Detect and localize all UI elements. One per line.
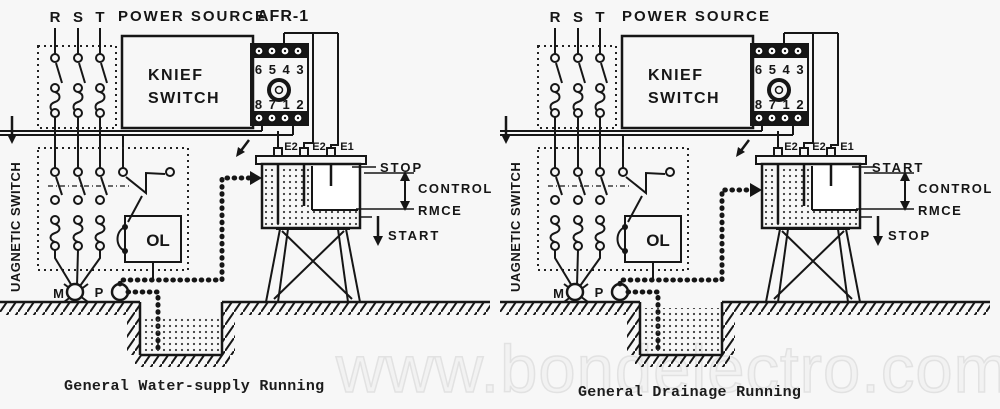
motor-symbol [65,282,85,302]
motor-label: M [553,286,564,301]
ground-hatching [500,302,640,315]
motor-label: M [53,286,64,301]
level-label-bottom: START [388,228,440,243]
magnetic-switch-box: UAGNETIC SWITCH OL [508,147,689,292]
relay-pin-row-top: 6 5 4 3 [755,62,805,77]
tower [765,228,861,303]
knife-switch-box: KNIEF SWITCH [620,34,755,130]
knife-switch-label-line1: KNIEF [148,67,204,84]
knife-switch-box: KNIEF SWITCH [120,34,255,130]
overload-label: OL [146,231,170,250]
relay-model-label: AFR-1 [257,8,309,25]
pipe-arrow-into-tank [750,183,762,197]
power-source-label: POWER SOURCE [118,8,267,25]
phase-label-r: R [50,9,61,26]
phase-label-r: R [550,9,561,26]
phase-label-t: T [595,9,604,26]
relay-center-ring [267,78,291,102]
overload-relay-box: OL [616,215,682,279]
power-source-label: POWER SOURCE [622,8,771,25]
wiring [500,32,839,168]
motor-pump-group: M P [53,282,130,303]
pipe-arrow-into-tank [250,171,262,185]
ground-and-well [500,300,990,367]
overload-label: OL [646,231,670,250]
tank-group: E2 E2 E1 [755,141,867,230]
electrode-label-e2b: E2 [812,141,825,153]
motor-symbol [565,282,585,302]
pump-label: P [595,285,604,300]
relay-pin-row-bottom: 8 7 1 2 [755,97,805,112]
watermark-text: www.bondelectro.com [335,332,1000,407]
float-relay-socket: 6 5 4 3 8 7 1 2 [250,43,309,126]
well-water [142,316,220,354]
tank-outlet-arrow [736,139,750,157]
electrode-label-e2b: E2 [312,141,325,153]
tank-outlet-arrow [236,139,250,157]
level-label-control: CONTROL [418,181,493,196]
level-label-bottom: STOP [888,228,931,243]
magnetic-switch-box: UAGNETIC SWITCH OL [8,147,189,292]
level-label-rmce: RMCE [418,203,462,218]
knife-switch-label-line2: SWITCH [648,90,720,107]
magnetic-switch-label: UAGNETIC SWITCH [508,162,523,292]
knife-switch-label-line1: KNIEF [648,67,704,84]
caption-drainage: General Drainage Running [578,384,802,401]
wiring [0,32,339,168]
float-relay-socket: 6 5 4 3 8 7 1 2 [750,43,809,126]
overload-relay-box: OL [116,215,182,279]
relay-pin-row-top: 6 5 4 3 [255,62,305,77]
phase-label-t: T [95,9,104,26]
electrode-label-e1: E1 [340,141,353,153]
phase-label-s: S [73,9,83,26]
ground-hatching [0,302,140,315]
caption-water-supply: General Water-supply Running [64,378,325,395]
phase-label-s: S [573,9,583,26]
power-source-labels: R S T POWER SOURCE AFR-1 [50,8,309,26]
relay-pin-row-bottom: 8 7 1 2 [255,97,305,112]
water-supply-diagram: R S T POWER SOURCE AFR-1 KNIEF [0,8,493,367]
motor-pump-group: M P [553,282,630,303]
well-water [642,308,720,354]
level-label-top: START [872,160,924,175]
drainage-diagram: R S T POWER SOURCE KNIEF SWITCH [500,8,993,367]
tower [265,228,361,303]
level-label-rmce: RMCE [918,203,962,218]
power-source-labels: R S T POWER SOURCE [550,8,771,26]
level-label-control: CONTROL [918,181,993,196]
electrode-label-e1: E1 [840,141,853,153]
level-annotations: START CONTROL RMCE STOP [852,160,993,246]
level-label-top: STOP [380,160,423,175]
pump-label: P [95,285,104,300]
fuse-disconnect-box [537,28,617,170]
magnetic-switch-label: UAGNETIC SWITCH [8,162,23,292]
outlet-arrow-left-edge [7,116,17,144]
level-annotations: STOP CONTROL RMCE START [352,160,493,246]
knife-switch-label-line2: SWITCH [148,90,220,107]
relay-center-ring [767,78,791,102]
ground-and-well [0,300,490,367]
fuse-disconnect-box [37,28,117,170]
electrode-label-e2a: E2 [784,141,797,153]
electrode-label-e2a: E2 [284,141,297,153]
tank-group: E2 E2 E1 [255,141,367,230]
outlet-arrow-left-edge [501,116,511,144]
